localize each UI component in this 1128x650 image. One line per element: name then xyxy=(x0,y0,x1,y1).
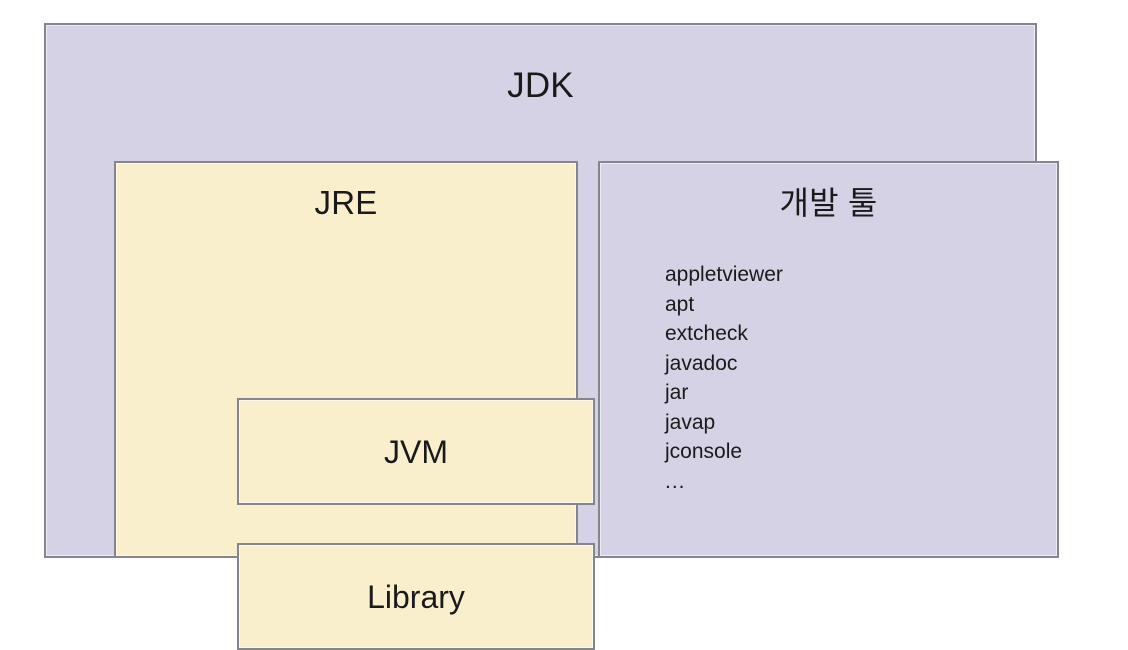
list-item: jconsole xyxy=(665,440,743,463)
diagram-canvas: JDK JRE JVM Library 개발 툴 appletviewer ap… xyxy=(44,23,1059,650)
devtools-box: 개발 툴 appletviewer apt extcheck javadoc j… xyxy=(598,161,1059,558)
list-item: apt xyxy=(665,292,695,316)
jdk-title: JDK xyxy=(507,66,574,105)
list-item: appletviewer xyxy=(665,263,783,286)
list-item: extcheck xyxy=(665,322,748,345)
jvm-box: JVM xyxy=(237,398,595,505)
jre-title: JRE xyxy=(314,184,378,221)
list-item-ellipsis: ... xyxy=(665,469,686,493)
library-label: Library xyxy=(367,578,465,615)
jdk-box: JDK JRE JVM Library 개발 툴 appletviewer ap… xyxy=(44,23,1059,650)
list-item: javadoc xyxy=(665,351,738,375)
devtools-list: appletviewer apt extcheck javadoc jar ja… xyxy=(665,260,783,496)
library-box: Library xyxy=(237,543,595,650)
jre-box: JRE JVM Library xyxy=(114,161,595,650)
list-item: javap xyxy=(665,410,716,434)
jvm-label: JVM xyxy=(384,433,448,470)
devtools-title: 개발 툴 xyxy=(779,185,878,221)
list-item: jar xyxy=(665,381,689,404)
